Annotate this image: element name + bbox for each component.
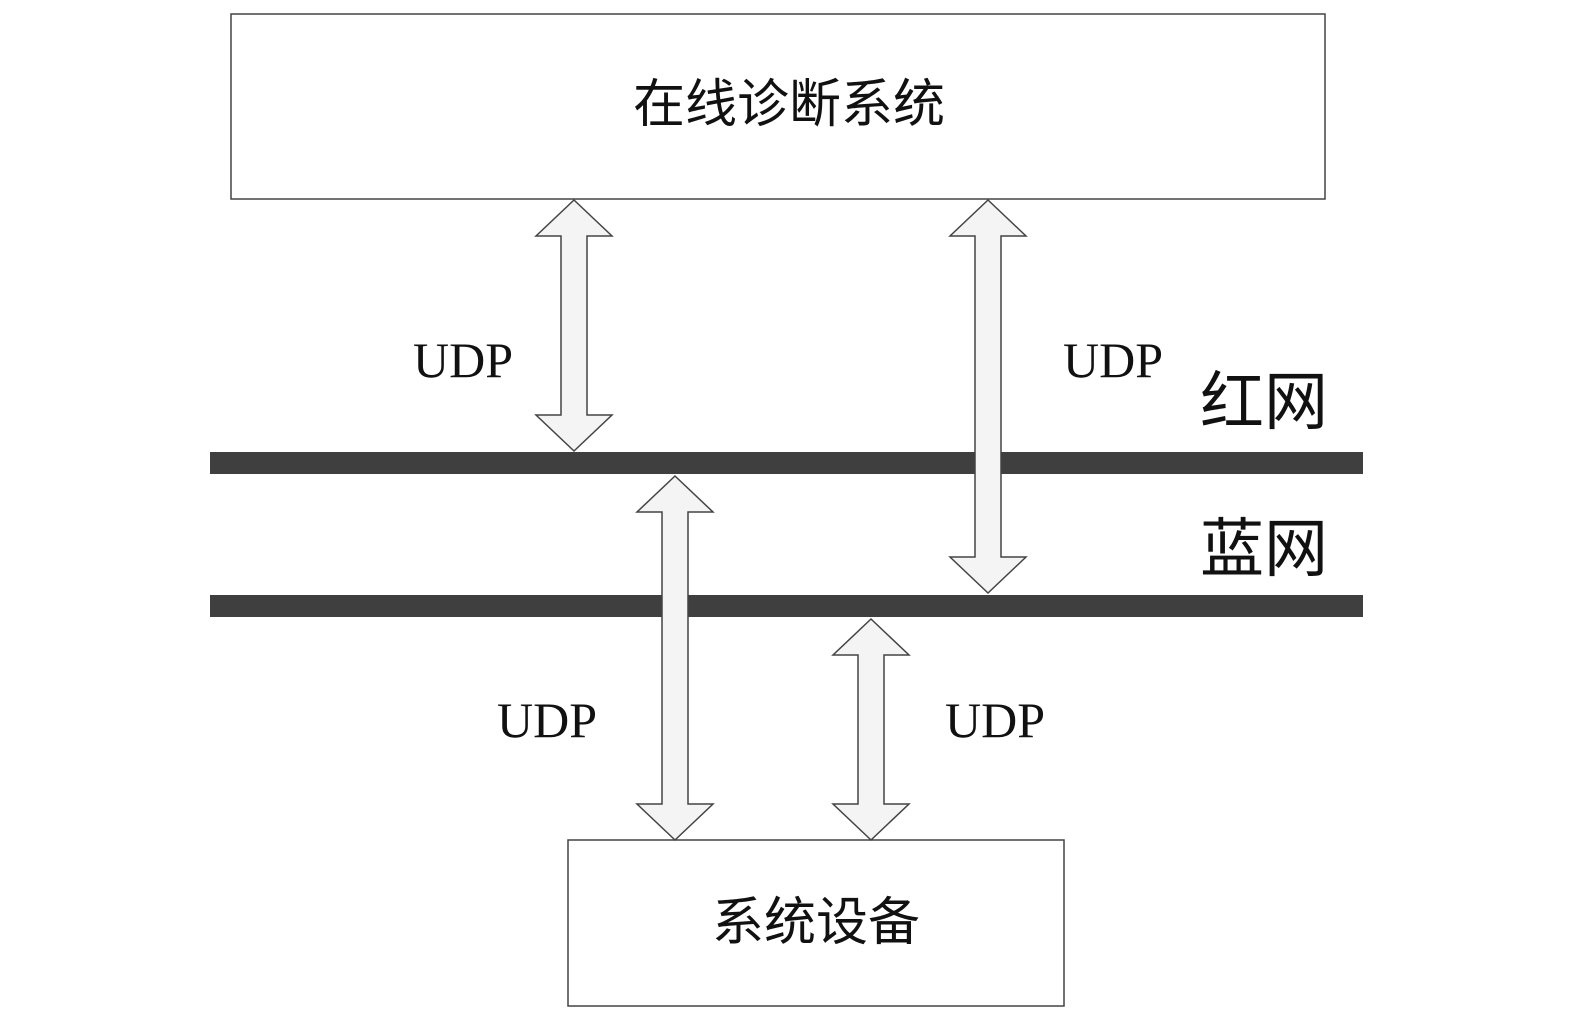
system-equipment-box — [567, 839, 1065, 1007]
red-network-bus — [210, 452, 1363, 474]
arrow-red-net-to-equipment — [635, 474, 715, 842]
udp-label-top-right: UDP — [1063, 332, 1163, 388]
arrow-system-to-red-net — [534, 198, 614, 453]
red-network-label: 红网 — [1200, 366, 1328, 440]
blue-network-label: 蓝网 — [1200, 513, 1328, 587]
udp-label-bottom-left: UDP — [497, 692, 597, 748]
arrow-system-to-blue-net — [948, 198, 1028, 595]
blue-network-bus — [210, 595, 1363, 617]
arrows-group — [534, 198, 1028, 842]
arrow-blue-net-to-equipment — [831, 617, 911, 842]
online-diagnosis-system-box — [230, 13, 1326, 200]
udp-label-top-left: UDP — [413, 332, 513, 388]
system-equipment-label: 系统设备 — [712, 893, 920, 953]
online-diagnosis-system-label: 在线诊断系统 — [633, 75, 945, 135]
udp-label-bottom-right: UDP — [945, 692, 1045, 748]
